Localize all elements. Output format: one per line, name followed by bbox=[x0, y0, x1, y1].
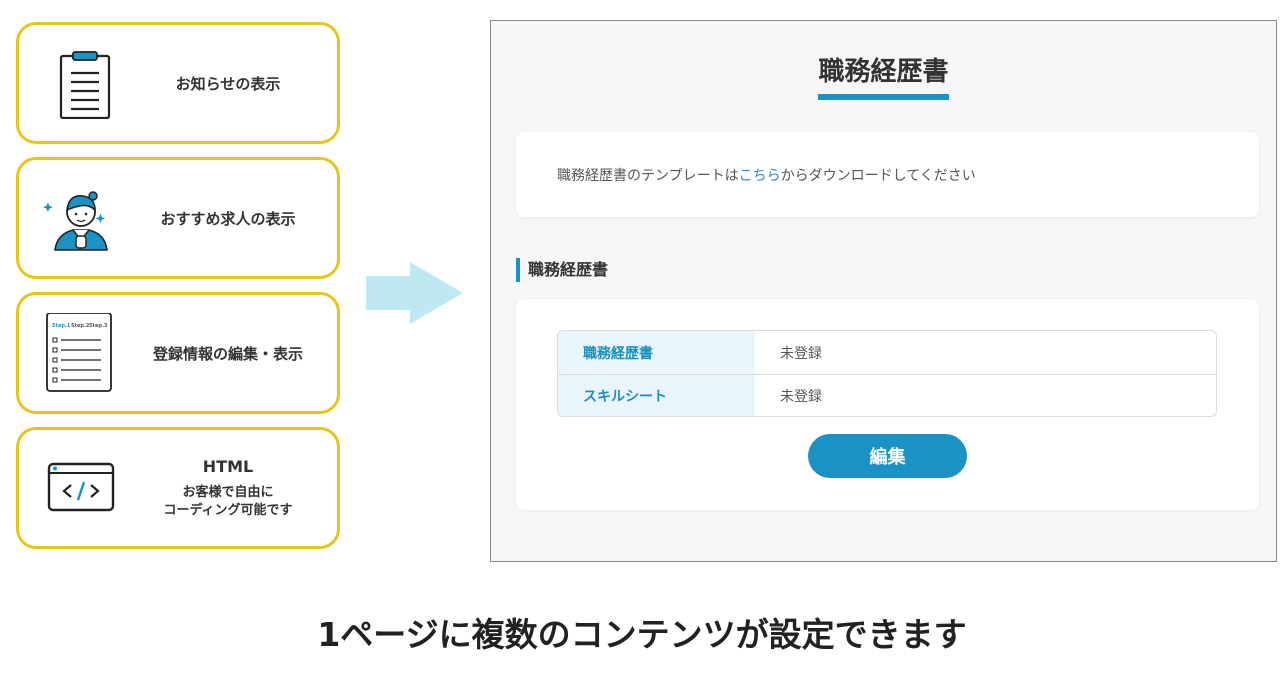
card-label: おすすめ求人の表示 bbox=[160, 209, 296, 228]
card-heading: HTML bbox=[202, 456, 254, 476]
person-icon bbox=[43, 182, 115, 254]
document-table: 職務経歴書 未登録 スキルシート 未登録 bbox=[557, 330, 1217, 417]
feature-card-profile-edit: Step.1 Step.2 Step.3 登録情報の編集・表示 bbox=[16, 292, 340, 414]
right-arrow-icon bbox=[364, 262, 464, 324]
table-row: スキルシート 未登録 bbox=[558, 374, 1216, 416]
edit-button[interactable]: 編集 bbox=[808, 434, 967, 478]
feature-card-notice: お知らせの表示 bbox=[16, 22, 340, 144]
caption: 1ページに複数のコンテンツが設定できます bbox=[317, 615, 967, 654]
code-window-icon bbox=[43, 460, 115, 532]
step3-label: Step.3 bbox=[89, 323, 108, 329]
step1-label: Step.1 bbox=[52, 323, 71, 329]
card-label: HTML お客様で自由に コーディング可能です bbox=[129, 430, 327, 546]
row-value: 未登録 bbox=[780, 345, 822, 362]
card-subtext: お客様で自由に コーディング可能です bbox=[163, 484, 292, 520]
document-box: 職務経歴書 未登録 スキルシート 未登録 編集 bbox=[516, 299, 1259, 510]
row-value: 未登録 bbox=[780, 389, 822, 405]
notice-before: 職務経歴書のテンプレートは bbox=[557, 168, 739, 184]
notice-after: からダウンロードしてください bbox=[780, 168, 976, 184]
card-label: 登録情報の編集・表示 bbox=[152, 344, 303, 363]
step-form-icon: Step.1 Step.2 Step.3 bbox=[43, 312, 115, 392]
feature-card-recommended-jobs: おすすめ求人の表示 bbox=[16, 157, 340, 279]
row-label: 職務経歴書 bbox=[558, 331, 755, 374]
template-download-link[interactable]: こちら bbox=[738, 168, 781, 184]
feature-card-html: HTML お客様で自由に コーディング可能です bbox=[16, 427, 340, 549]
page-title: 職務経歴書 bbox=[491, 51, 1276, 100]
page-preview-panel: 職務経歴書 職務経歴書のテンプレートはこちらからダウンロードしてください 職務経… bbox=[490, 20, 1277, 562]
notice-box: 職務経歴書のテンプレートはこちらからダウンロードしてください bbox=[516, 132, 1259, 217]
table-row: 職務経歴書 未登録 bbox=[558, 331, 1216, 374]
section-heading: 職務経歴書 bbox=[516, 258, 608, 282]
clipboard-icon bbox=[43, 47, 115, 120]
card-subtext-line2: コーディング可能です bbox=[163, 502, 293, 518]
row-label: スキルシート bbox=[558, 375, 755, 416]
notice-text: 職務経歴書のテンプレートはこちらからダウンロードしてください bbox=[557, 165, 976, 185]
card-label: お知らせの表示 bbox=[175, 74, 281, 93]
page-title-text: 職務経歴書 bbox=[818, 51, 949, 100]
step2-label: Step.2 bbox=[71, 323, 90, 329]
card-subtext-line1: お客様で自由に bbox=[182, 484, 274, 500]
